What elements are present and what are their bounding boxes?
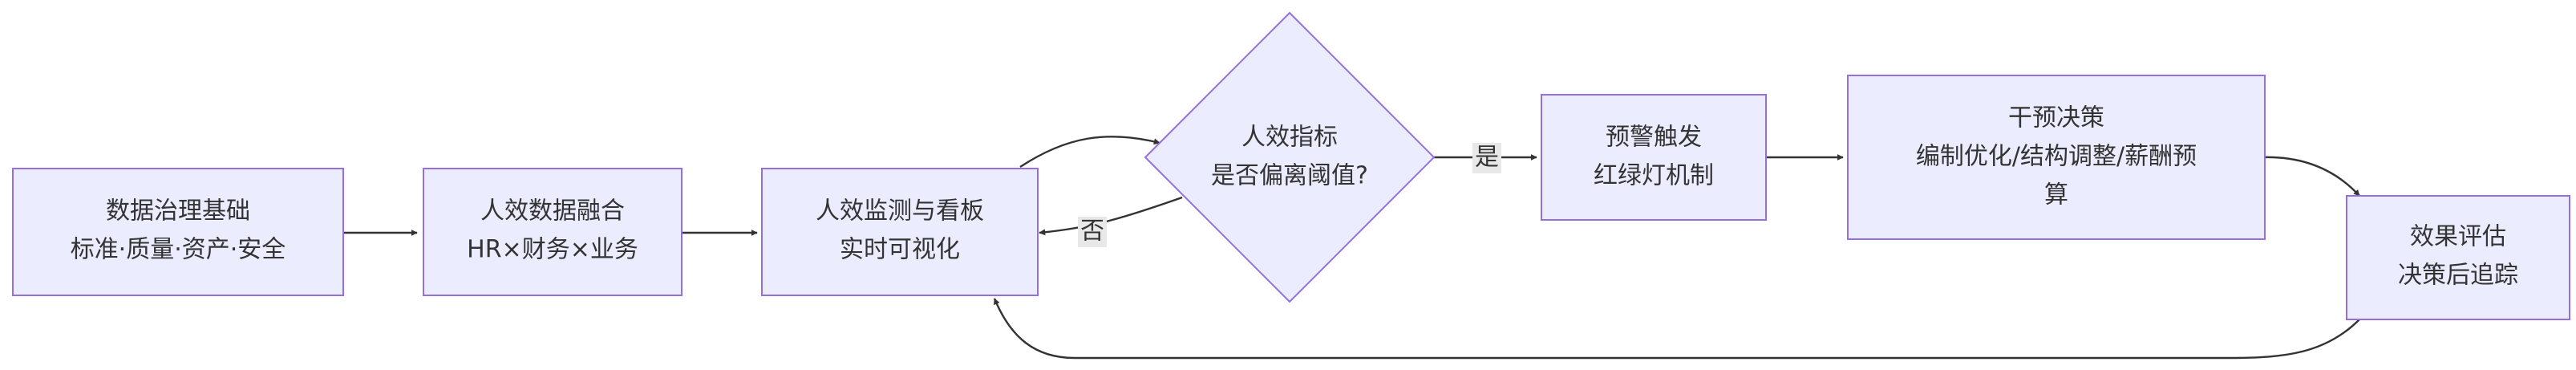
node-alert-title: 预警触发 (1606, 124, 1702, 152)
edge-decision-to-monitor-no (1039, 196, 1183, 236)
node-evaluate-title: 效果评估 (2410, 223, 2506, 251)
edge-evaluate-to-monitor (993, 298, 2360, 360)
node-fusion[interactable]: 人效数据融合 HR×财务×业务 (423, 168, 682, 296)
edge-label-no: 否 (1078, 217, 1107, 247)
node-intervene[interactable]: 干预决策 编制优化/结构调整/薪酬预 算 (1847, 75, 2266, 240)
node-monitor-title: 人效监测与看板 (816, 197, 984, 226)
node-intervene-subtitle-cont: 算 (2044, 181, 2068, 209)
node-intervene-title: 干预决策 (2008, 104, 2104, 132)
node-fusion-subtitle: HR×财务×业务 (467, 236, 638, 264)
node-governance-title: 数据治理基础 (106, 197, 250, 226)
edge-label-yes: 是 (1472, 143, 1501, 173)
node-monitor-subtitle: 实时可视化 (840, 236, 960, 264)
node-fusion-title: 人效数据融合 (480, 197, 625, 226)
edge-label-yes-text: 是 (1475, 144, 1499, 172)
edge-monitor-to-decision (1019, 136, 1160, 169)
edge-intervene-to-evaluate (2261, 156, 2360, 197)
node-alert[interactable]: 预警触发 红绿灯机制 (1541, 94, 1767, 221)
node-intervene-subtitle: 编制优化/结构调整/薪酬预 (1916, 143, 2197, 171)
node-monitor[interactable]: 人效监测与看板 实时可视化 (761, 168, 1039, 296)
node-decision-question: 是否偏离阈值? (1211, 162, 1368, 190)
node-decision-title: 人效指标 (1241, 124, 1338, 152)
edge-label-no-text: 否 (1080, 218, 1104, 246)
node-evaluate-subtitle: 决策后追踪 (2398, 262, 2518, 290)
node-alert-subtitle: 红绿灯机制 (1594, 162, 1714, 190)
node-evaluate[interactable]: 效果评估 决策后追踪 (2346, 195, 2570, 320)
node-decision[interactable]: 人效指标 是否偏离阈值? (1144, 11, 1436, 303)
node-governance-subtitle: 标准·质量·资产·安全 (71, 236, 286, 264)
node-governance[interactable]: 数据治理基础 标准·质量·资产·安全 (12, 168, 344, 296)
